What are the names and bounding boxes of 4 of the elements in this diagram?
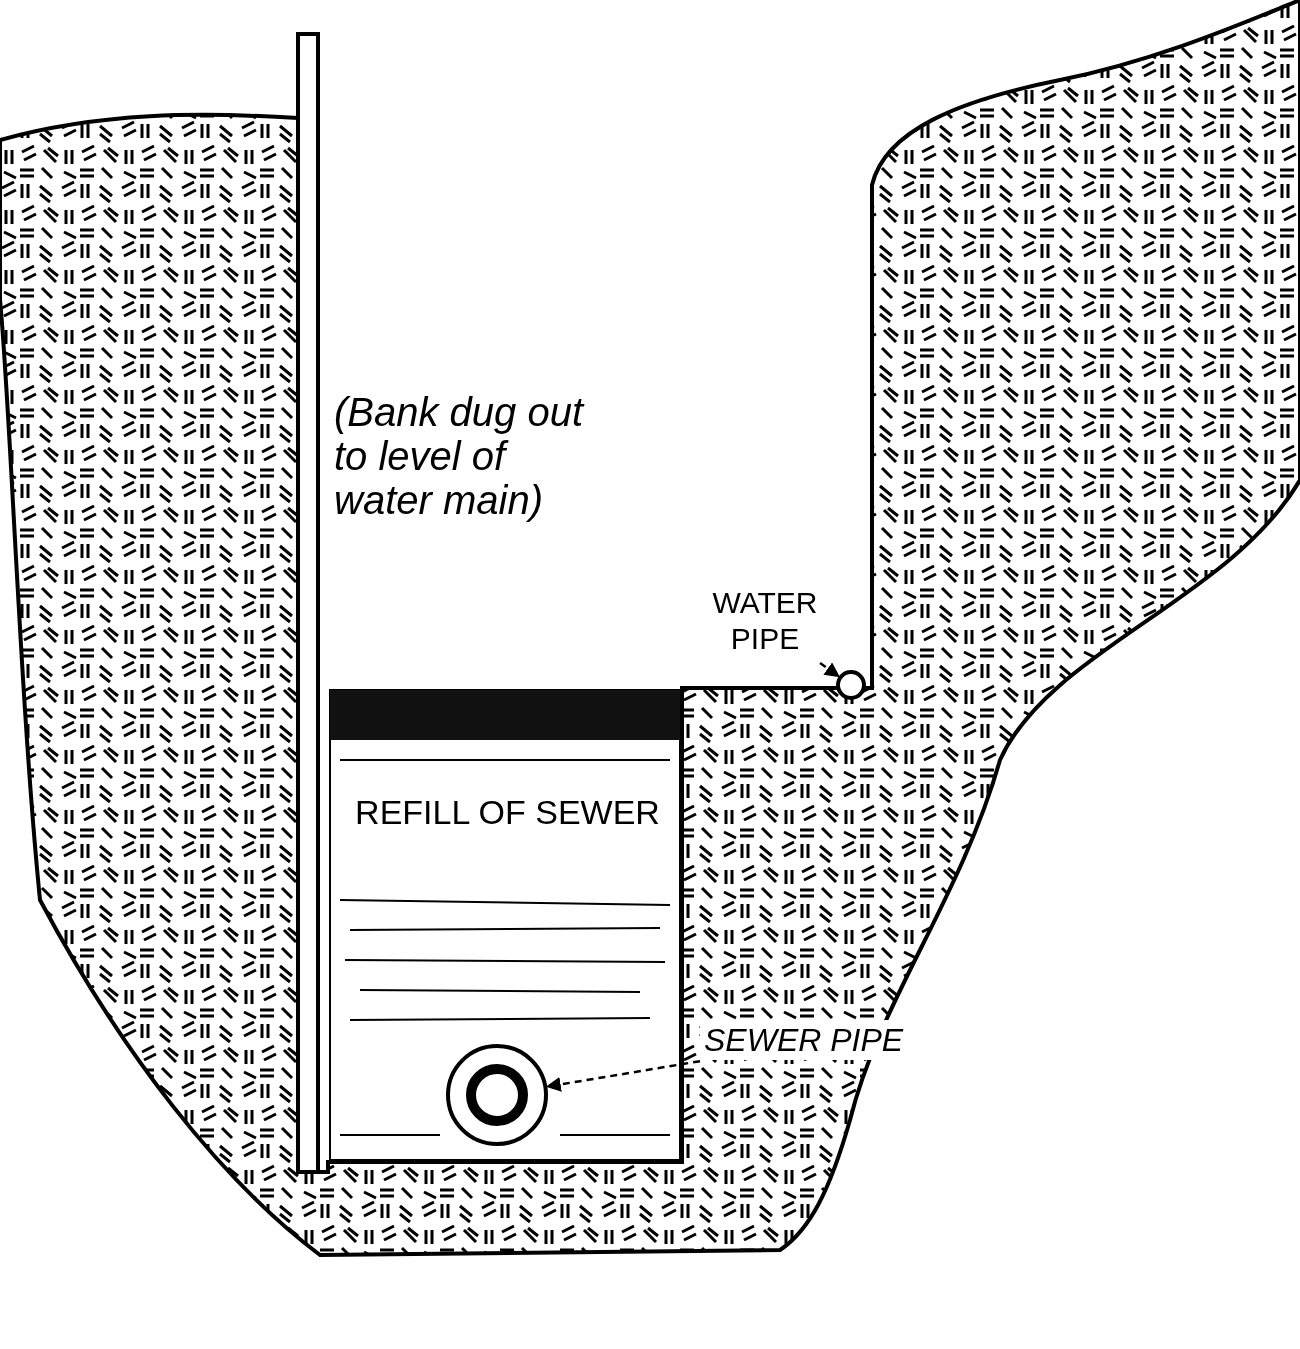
note-text: (Bank dug out to level of water main) <box>334 390 586 522</box>
area-label: REFILL OF SEWER <box>354 792 661 833</box>
leader-arrow <box>819 662 840 678</box>
pipe-label: WATER PIPE <box>711 585 819 657</box>
